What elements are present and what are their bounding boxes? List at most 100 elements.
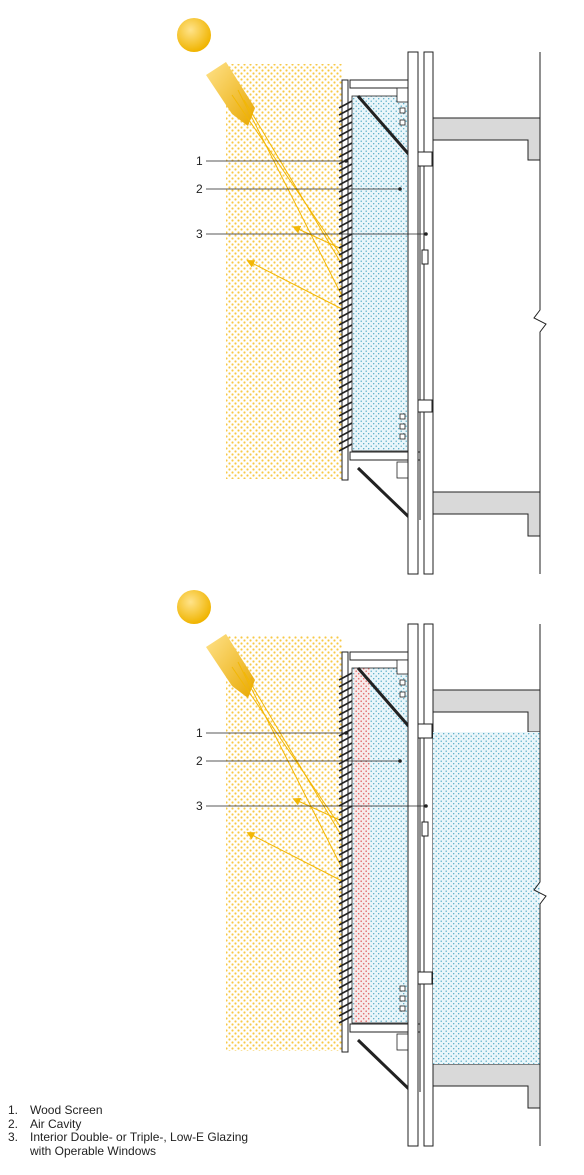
window-frame (417, 151, 433, 167)
louver-slat (338, 415, 353, 424)
fastener (399, 1005, 406, 1012)
louver-slat (338, 714, 353, 723)
louver-slat (338, 812, 353, 821)
fastener (399, 119, 406, 126)
sun-ray-line (231, 94, 345, 261)
louver-slat (338, 268, 353, 277)
mullion (423, 623, 434, 1147)
louver-slat (338, 756, 353, 765)
louver-slat (338, 945, 353, 954)
diagonal-support (356, 466, 414, 522)
louver-slat (338, 226, 353, 235)
louver-slat (338, 875, 353, 884)
louver-slat (338, 191, 353, 200)
louver-slat (338, 1015, 353, 1024)
section-diagram-top: 123 (177, 18, 547, 575)
upper-floor-slab (432, 689, 541, 733)
louver-slat (338, 219, 353, 228)
diagonal-support (356, 667, 414, 731)
louver-slat (338, 310, 353, 319)
louver-slat (338, 833, 353, 842)
sun-ray-line (237, 661, 345, 873)
louver-slat (338, 380, 353, 389)
louver-slat (338, 735, 353, 744)
louver-slat (338, 889, 353, 898)
louver-slat (338, 170, 353, 179)
louver-slat (338, 177, 353, 186)
fastener (399, 691, 406, 698)
louver-slat (338, 149, 353, 158)
louver-slat (338, 443, 353, 452)
louver-slat (338, 247, 353, 256)
louver-slat (338, 854, 353, 863)
louver-slat (338, 114, 353, 123)
louver-slat (338, 672, 353, 681)
louver-slat (338, 289, 353, 298)
louver-slat (338, 686, 353, 695)
louver-slat (338, 128, 353, 137)
bracket-clip (396, 461, 410, 479)
louver-slat (338, 980, 353, 989)
legend-item: 3. Interior Double- or Triple-, Low-E Gl… (8, 1130, 248, 1158)
louver-slat (338, 366, 353, 375)
reflected-ray (246, 832, 345, 883)
louver-slat (338, 959, 353, 968)
callout-number: 2 (196, 182, 203, 196)
window-frame (417, 723, 433, 739)
fastener (399, 423, 406, 430)
louver-slat (338, 966, 353, 975)
reflected-ray (292, 798, 345, 823)
legend-number: 3. (8, 1130, 19, 1144)
louver-slat (338, 352, 353, 361)
louver-slat (338, 163, 353, 172)
callout-number: 2 (196, 754, 203, 768)
lower-floor-slab (432, 491, 541, 537)
sun-ray-line (237, 89, 345, 301)
window-frame (417, 399, 433, 413)
callout-dot (424, 804, 428, 808)
sunlight-zone (226, 64, 342, 479)
callout-dot (344, 159, 348, 163)
louver-slat (338, 693, 353, 702)
fastener (399, 433, 406, 440)
louver-slat (338, 770, 353, 779)
louver-slat (338, 763, 353, 772)
louver-slat (338, 100, 353, 109)
louver-slat (338, 805, 353, 814)
louver-slat (338, 135, 353, 144)
louver-slat (338, 142, 353, 151)
louver-slat (338, 1008, 353, 1017)
top-bracket (349, 651, 416, 661)
louver-slat (338, 240, 353, 249)
louver-slat (338, 938, 353, 947)
louver-slat (338, 331, 353, 340)
legend: 1. Wood Screen 2. Air Cavity 3. Interior… (8, 1103, 248, 1158)
louver-slat (338, 401, 353, 410)
louver-slat (338, 436, 353, 445)
louver-slat (338, 359, 353, 368)
louver-slat (338, 882, 353, 891)
louver-slat (338, 777, 353, 786)
louver-slat (338, 924, 353, 933)
fastener (399, 107, 406, 114)
callout-dot (344, 731, 348, 735)
louver-slat (338, 791, 353, 800)
louver-slat (338, 868, 353, 877)
upper-floor-slab (432, 117, 541, 161)
louver-slat (338, 324, 353, 333)
callout-dot (398, 187, 402, 191)
diagonal-support (356, 95, 414, 159)
louver-slat (338, 679, 353, 688)
callout-dot (398, 759, 402, 763)
louver-slat (338, 338, 353, 347)
window-hinge (421, 821, 429, 837)
bracket-clip (396, 1033, 410, 1051)
warm-air-zone (354, 668, 370, 1023)
louver-slat (338, 121, 353, 130)
break-line (533, 624, 547, 1146)
louver-slat (338, 952, 353, 961)
louver-slat (338, 408, 353, 417)
louver-slat (338, 847, 353, 856)
window-hinge (421, 249, 429, 265)
